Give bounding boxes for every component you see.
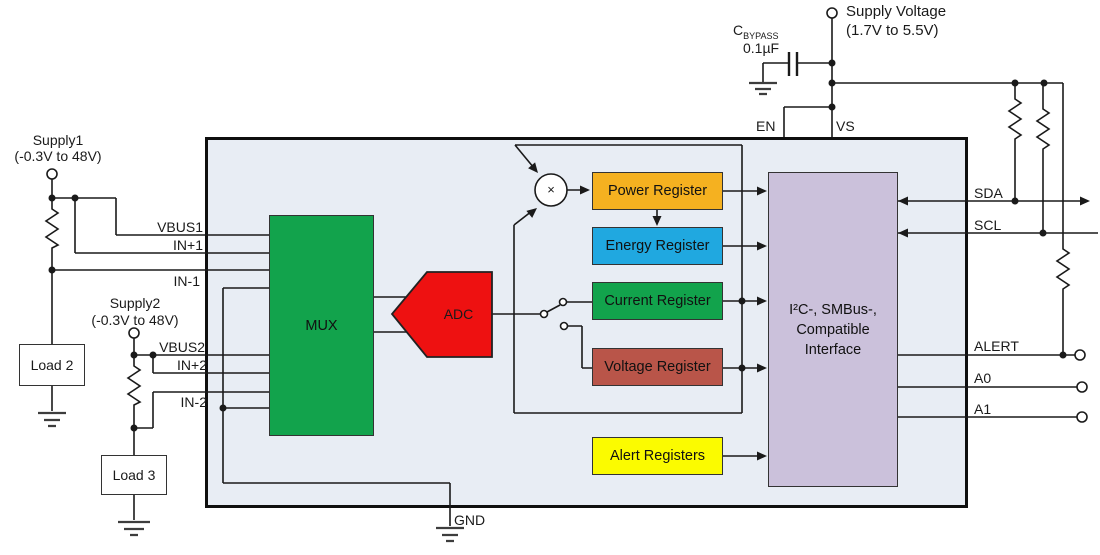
- multiplier-symbol: ×: [547, 182, 555, 197]
- supply1-title: Supply1: [32, 132, 84, 148]
- i2c-smbus-interface-block: I²C-, SMBus-, Compatible Interface: [768, 172, 898, 487]
- mux-label: MUX: [305, 317, 338, 334]
- alert-registers-block: Alert Registers: [592, 437, 723, 475]
- sda-pin-label: SDA: [974, 185, 1003, 201]
- alert-pin-label: ALERT: [974, 338, 1019, 354]
- load2-label: Load 2: [30, 357, 74, 373]
- adc-label: ADC: [443, 306, 474, 322]
- load2-ground-icon: [38, 411, 66, 428]
- scl-pullup-resistor: [1035, 105, 1051, 153]
- vs-pin-label: VS: [836, 118, 855, 134]
- in-minus2-pin-label: IN-2: [180, 394, 207, 410]
- a0-pin-label: A0: [974, 370, 992, 386]
- vbus2-pin-label: VBUS2: [159, 339, 205, 355]
- load3-box: Load 3: [101, 455, 167, 495]
- alert-pullup-resistor: [1055, 245, 1071, 293]
- supply2-range: (-0.3V to 48V): [91, 312, 179, 328]
- a1-pin-label: A1: [974, 401, 992, 417]
- load3-ground-icon: [118, 520, 150, 537]
- interface-label-line1: I²C-, SMBus-,: [789, 301, 877, 318]
- cbypass-label: CBYPASS: [733, 22, 779, 41]
- power-register-block: Power Register: [592, 172, 723, 210]
- en-pin-label: EN: [756, 118, 776, 134]
- current-register-block: Current Register: [592, 282, 723, 320]
- a1-terminal: [1076, 411, 1088, 423]
- in-plus2-pin-label: IN+2: [177, 357, 207, 373]
- supply2-title: Supply2: [109, 295, 161, 311]
- gnd-pin-ground-icon: [436, 526, 464, 543]
- supply1-range: (-0.3V to 48V): [14, 148, 102, 164]
- load3-label: Load 3: [112, 467, 156, 483]
- a0-terminal: [1076, 381, 1088, 393]
- interface-label-line3: Interface: [804, 341, 862, 358]
- supply-voltage-terminal: [826, 7, 838, 19]
- alert-terminal: [1074, 349, 1086, 361]
- supply-voltage-title: Supply Voltage: [846, 3, 947, 20]
- energy-register-block: Energy Register: [592, 227, 723, 265]
- load2-box: Load 2: [19, 344, 85, 386]
- voltage-register-block: Voltage Register: [592, 348, 723, 386]
- vbus1-pin-label: VBUS1: [157, 219, 203, 235]
- cbypass-value: 0.1µF: [743, 40, 780, 56]
- in-plus1-pin-label: IN+1: [173, 237, 203, 253]
- cbypass-ground-icon: [749, 81, 777, 96]
- energy-register-label: Energy Register: [605, 238, 710, 254]
- sda-pullup-resistor: [1007, 95, 1023, 143]
- supply-voltage-range: (1.7V to 5.5V): [846, 22, 939, 39]
- supply1-terminal: [46, 168, 58, 180]
- voltage-register-label: Voltage Register: [604, 359, 711, 375]
- scl-pin-label: SCL: [974, 217, 1002, 233]
- mux-block: MUX: [269, 215, 374, 436]
- power-register-label: Power Register: [607, 183, 708, 199]
- current-register-label: Current Register: [604, 293, 711, 309]
- supply2-terminal: [128, 327, 140, 339]
- shunt-resistor-1: [44, 205, 60, 252]
- interface-label-line2: Compatible: [796, 321, 870, 338]
- alert-registers-label: Alert Registers: [609, 448, 706, 464]
- in-minus1-pin-label: IN-1: [173, 273, 200, 289]
- shunt-resistor-2: [126, 362, 142, 408]
- gnd-pin-label: GND: [454, 512, 486, 528]
